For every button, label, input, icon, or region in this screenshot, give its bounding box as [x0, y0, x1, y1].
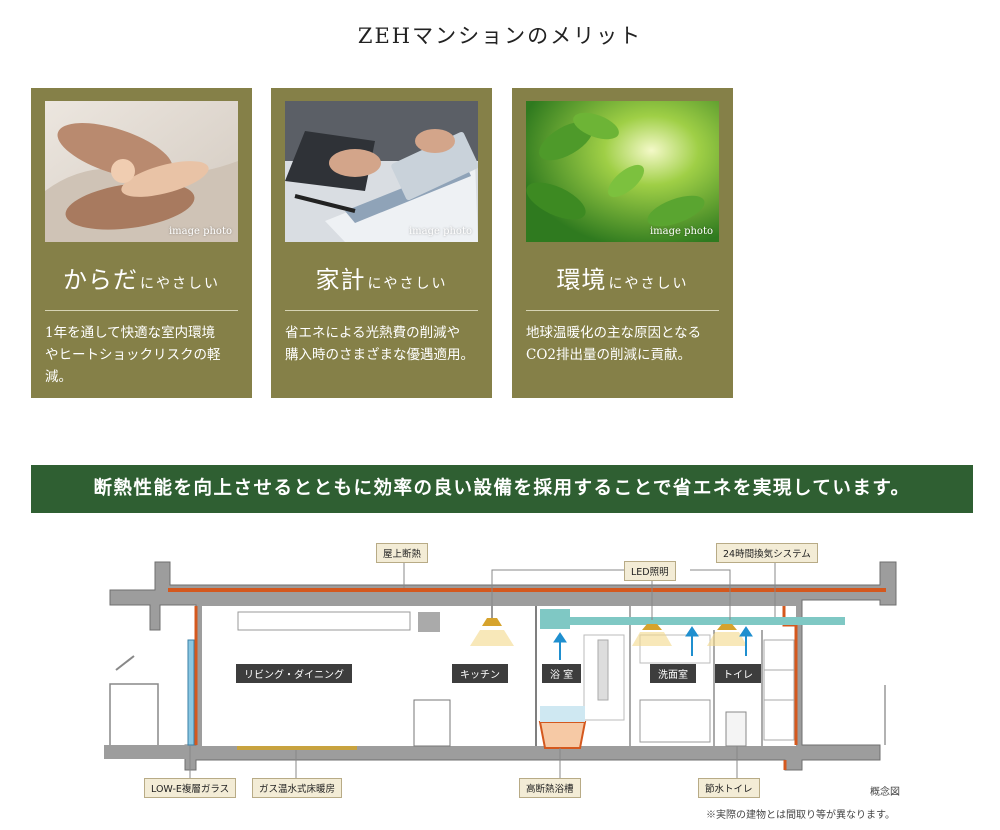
led-light-icon — [707, 624, 747, 646]
card-description: 省エネによる光熱費の削減や 購入時のさまざまな優遇適用。 — [285, 325, 474, 363]
energy-saving-banner: 断熱性能を向上させるとともに効率の良い設備を採用することで省エネを実現しています… — [31, 465, 973, 513]
water-saving-toilet-label: 節水トイレ — [698, 778, 760, 798]
card-heading: 環境にやさしい — [512, 260, 733, 295]
card-heading: 家計にやさしい — [271, 260, 492, 295]
room-washroom: 洗面室 — [650, 664, 696, 683]
ventilation-system-label: 24時間換気システム — [716, 543, 818, 563]
page-title: ZEHマンションのメリット — [357, 24, 643, 48]
tablet-chart-icon: image photo — [285, 101, 478, 242]
green-leaves-icon: image photo — [526, 101, 719, 242]
photo-caption: image photo — [649, 226, 713, 237]
merit-card-environment: image photo 環境にやさしい 地球温暖化の主な原因となる CO2排出量… — [512, 88, 733, 398]
card-heading: からだにやさしい — [31, 260, 252, 295]
card-description: 1年を通して快適な室内環境 やヒートショックリスクの軽減。 — [45, 325, 221, 385]
card-heading-main: 家計 — [315, 266, 366, 294]
merit-card-body: image photo からだにやさしい 1年を通して快適な室内環境 やヒートシ… — [31, 88, 252, 398]
led-light-icon — [632, 624, 672, 646]
led-light-icon — [470, 606, 514, 646]
roof-insulation-label: 屋上断熱 — [376, 543, 429, 563]
card-description: 地球温暖化の主な原因となる CO2排出量の削減に貢献。 — [526, 325, 702, 363]
hands-baby-icon: image photo — [45, 101, 238, 242]
card-heading-main: 環境 — [556, 266, 607, 294]
insulated-bathtub-label: 高断熱浴槽 — [519, 778, 581, 798]
card-divider — [285, 310, 478, 311]
merit-card-household: image photo 家計にやさしい 省エネによる光熱費の削減や 購入時のさま… — [271, 88, 492, 398]
photo-caption: image photo — [408, 226, 472, 237]
ventilation-fan — [540, 609, 570, 629]
footnote: ※実際の建物とは間取り等が異なります。 — [706, 810, 895, 821]
room-kitchen: キッチン — [452, 664, 508, 683]
low-e-glass-label: LOW-E複層ガラス — [144, 778, 237, 798]
card-heading-sub: にやさしい — [140, 276, 220, 292]
room-bath: 浴 室 — [542, 664, 582, 683]
card-divider — [45, 310, 238, 311]
card-heading-sub: にやさしい — [367, 276, 448, 292]
photo-caption: image photo — [168, 226, 232, 237]
roof-insulation-line — [168, 588, 886, 592]
card-heading-sub: にやさしい — [608, 276, 689, 292]
room-toilet: トイレ — [715, 664, 761, 683]
led-lighting-label: LED照明 — [624, 561, 676, 581]
card-divider — [526, 310, 719, 311]
concept-note: 概念図 — [870, 787, 900, 798]
ventilation-duct — [570, 617, 845, 625]
room-living-dining: リビング・ダイニング — [236, 664, 352, 683]
card-heading-main: からだ — [63, 266, 138, 294]
floor-heating-label: ガス温水式床暖房 — [252, 778, 343, 798]
airflow-arrow-icon — [553, 626, 753, 660]
